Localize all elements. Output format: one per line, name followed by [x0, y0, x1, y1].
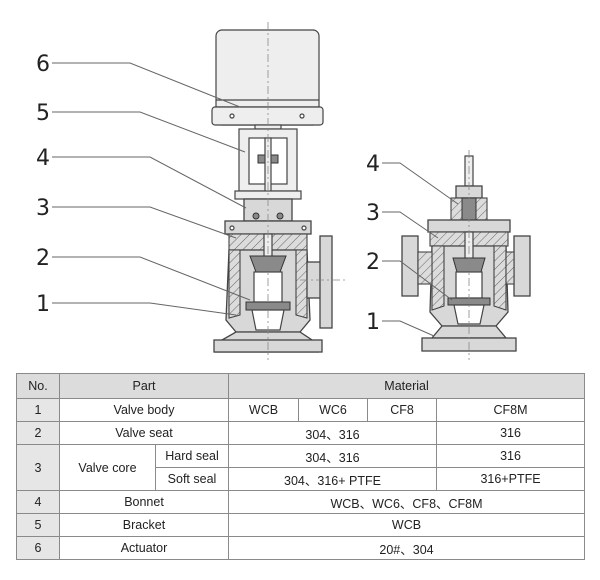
right-label-3: 3: [366, 201, 380, 226]
table-row: 3 Valve core Hard seal 304、316 316: [16, 444, 586, 491]
part-name: Actuator: [59, 536, 229, 560]
part-name: Valve seat: [59, 421, 229, 445]
table-row: 4 Bonnet WCB、WC6、CF8、CF8M: [16, 490, 586, 514]
right-view-leaders: [382, 162, 459, 337]
left-label-6: 6: [36, 52, 50, 77]
table-row: 6 Actuator 20#、304: [16, 536, 586, 560]
valve-body: [213, 235, 345, 353]
left-label-5: 5: [36, 101, 50, 126]
header-no: No.: [16, 373, 60, 399]
sub-part-name: Soft seal: [155, 467, 229, 491]
actuator: [211, 29, 324, 130]
header-part: Part: [59, 373, 229, 399]
left-label-4: 4: [36, 146, 50, 171]
table-row: 1 Valve body WCB WC6 CF8 CF8M: [16, 398, 586, 422]
material-cell: 316: [435, 444, 586, 468]
left-label-1: 1: [36, 292, 50, 317]
material-cell: 316+PTFE: [435, 467, 586, 491]
material-cell: WCB、WC6、CF8、CF8M: [227, 490, 586, 514]
material-cell: WCB: [228, 398, 299, 422]
left-label-3: 3: [36, 196, 50, 221]
right-label-1: 1: [366, 310, 380, 335]
part-name: Valve body: [59, 398, 229, 422]
table-row: 2 Valve seat 304、316 316: [16, 421, 586, 445]
material-cell: 316: [435, 421, 586, 445]
table-row: 5 Bracket WCB: [16, 513, 586, 537]
left-label-2: 2: [36, 246, 50, 271]
part-name: Bonnet: [59, 490, 229, 514]
part-name: Bracket: [59, 513, 229, 537]
row-number: 4: [16, 490, 60, 514]
header-material: Material: [227, 373, 586, 399]
row-number: 1: [16, 398, 60, 422]
row-number: 3: [16, 444, 60, 491]
material-cell: 304、316: [228, 444, 437, 468]
left-view-leaders: [52, 62, 251, 316]
row-number: 2: [16, 421, 60, 445]
table-header-row: No. Part Material: [16, 373, 586, 399]
right-valve-view: [401, 150, 531, 360]
material-cell: CF8M: [435, 398, 586, 422]
materials-table: No. Part Material 1 Valve body WCB WC6 C…: [16, 373, 586, 560]
row-number: 6: [16, 536, 60, 560]
material-cell: 20#、304: [227, 536, 586, 560]
material-cell: 304、316+ PTFE: [228, 467, 437, 491]
material-cell: CF8: [367, 398, 437, 422]
material-cell: 304、316: [228, 421, 437, 445]
part-name: Valve core: [59, 444, 156, 491]
valve-assembly-diagram: 6 5 4 3 2 1 4: [36, 22, 531, 360]
sub-part-name: Hard seal: [155, 444, 229, 468]
material-cell: WCB: [227, 513, 586, 537]
right-label-2: 2: [366, 250, 380, 275]
right-label-4: 4: [366, 152, 380, 177]
row-number: 5: [16, 513, 60, 537]
material-cell: WC6: [298, 398, 368, 422]
left-valve-view: [211, 22, 345, 360]
